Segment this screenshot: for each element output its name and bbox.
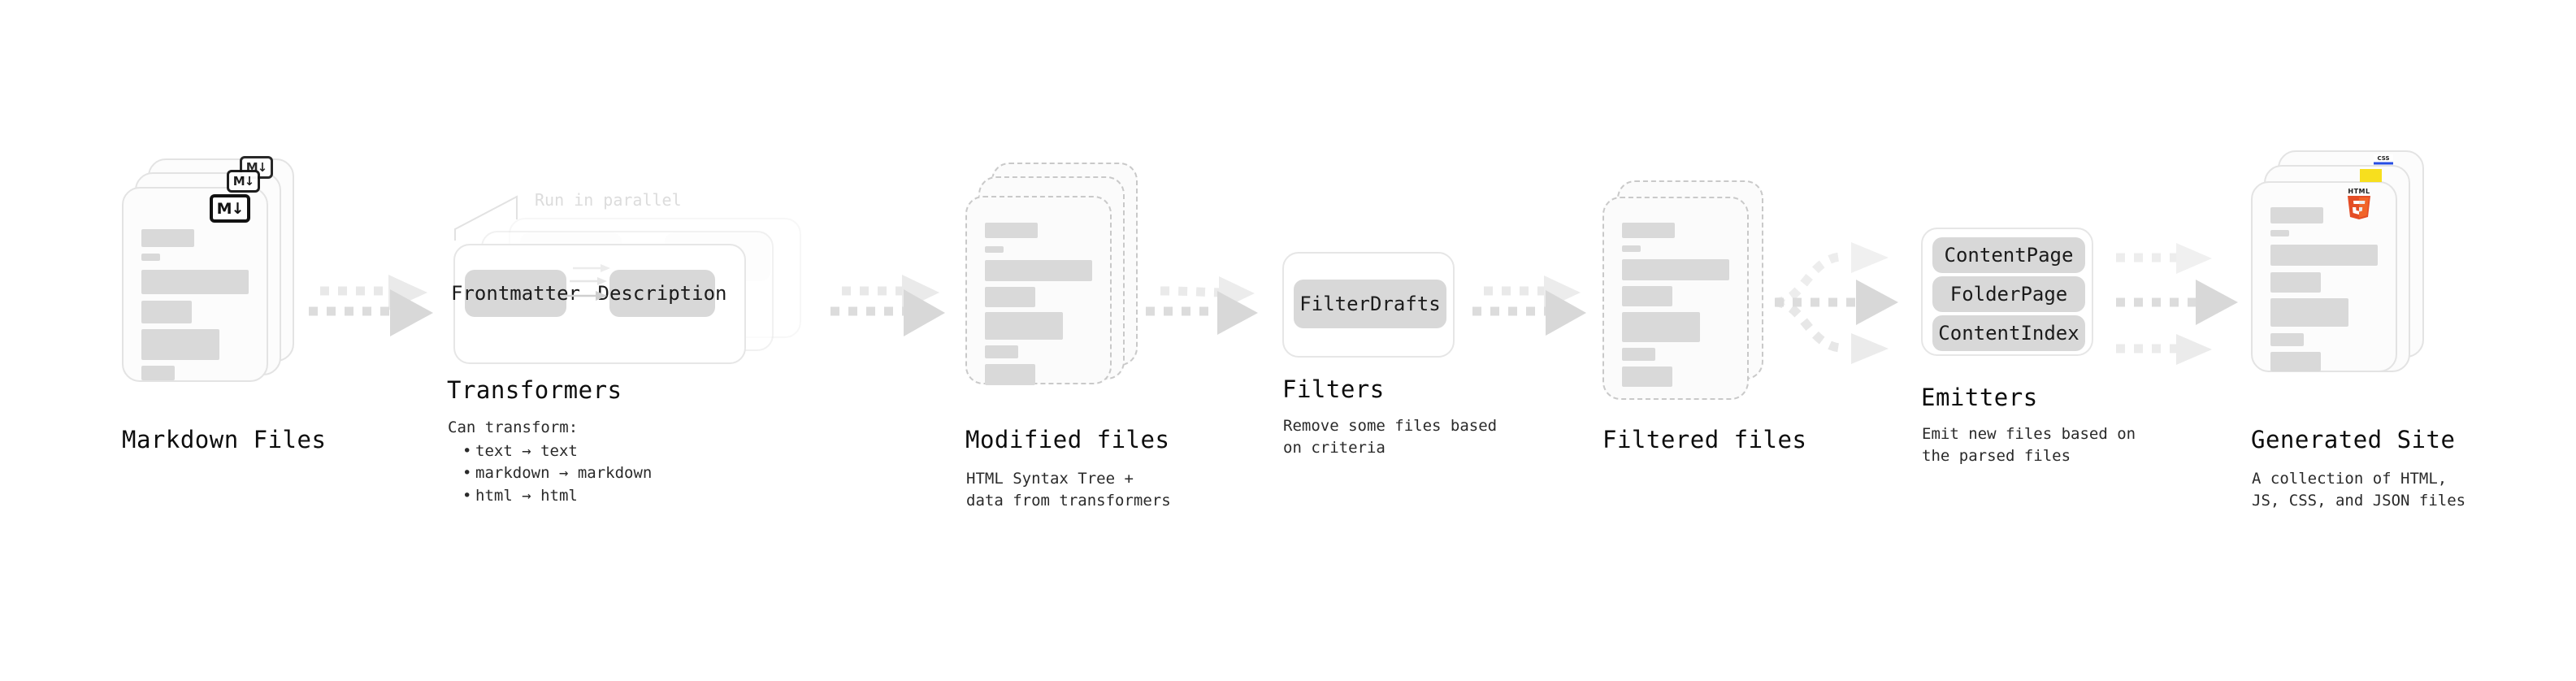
pill-filterdrafts[interactable]: FilterDrafts [1294, 280, 1446, 328]
stage-title-emitters: Emitters [1921, 384, 2038, 411]
modified-placeholder-lines [967, 197, 1110, 385]
emitters-group: ContentPage FolderPage ContentIndex [1921, 228, 2093, 356]
pill-folderpage[interactable]: FolderPage [1932, 276, 2085, 312]
stage-subtitle-generated-site: A collection of HTML, JS, CSS, and JSON … [2252, 470, 2466, 510]
transformers-list-item: html → html [462, 485, 652, 508]
markdown-placeholder-lines [124, 189, 267, 380]
stage-modified-files [965, 163, 1140, 386]
filtered-card-stack [1602, 180, 1777, 400]
stage-title-generated-site: Generated Site [2251, 426, 2456, 453]
markdown-card-front [122, 187, 268, 382]
arrow-filtered-to-emitters [1770, 236, 1924, 382]
transformers-list-item: markdown → markdown [462, 462, 652, 485]
filtered-placeholder-lines [1604, 198, 1747, 398]
site-placeholder-lines [2253, 183, 2396, 371]
stage-title-filtered-files: Filtered files [1602, 426, 1807, 453]
modified-card-front [965, 196, 1112, 385]
site-card-front [2251, 181, 2397, 372]
js-icon [2360, 169, 2382, 182]
transformers-list-heading: Can transform: [448, 419, 579, 436]
svg-text:CSS: CSS [2377, 155, 2389, 162]
arrow-markdown-to-transformers [307, 268, 445, 358]
transformers-list: text → text markdown → markdown html → h… [448, 440, 652, 508]
stage-generated-site: CSS HTML [2251, 150, 2426, 386]
css-icon: CSS [2374, 154, 2393, 165]
run-in-parallel-bracket [454, 195, 518, 241]
arrow-transformers-to-modified [829, 268, 959, 358]
stage-markdown-files: M↓ M↓ M↓ [122, 156, 297, 382]
pill-frontmatter[interactable]: Frontmatter [451, 270, 580, 317]
site-card-stack: CSS HTML [2251, 150, 2426, 386]
stage-subtitle-emitters: Emit new files based on the parsed files [1922, 425, 2136, 465]
pill-contentindex[interactable]: ContentIndex [1932, 315, 2085, 351]
pill-contentpage[interactable]: ContentPage [1932, 237, 2085, 273]
stage-title-transformers: Transformers [447, 376, 622, 404]
html5-icon: HTML [2348, 188, 2370, 219]
arrow-modified-to-filters [1144, 268, 1274, 358]
stage-filtered-files [1602, 180, 1777, 400]
stage-subtitle-filters: Remove some files based on criteria [1283, 417, 1498, 457]
transformer-group-front: Frontmatter Description [451, 244, 746, 364]
stage-subtitle-modified-files: HTML Syntax Tree + data from transformer… [966, 470, 1171, 510]
arrow-filters-to-filtered [1471, 268, 1601, 358]
markdown-icon-back-1: M↓ [227, 170, 260, 193]
stage-title-markdown-files: Markdown Files [122, 426, 327, 453]
transformers-capabilities: Can transform: text → text markdown → ma… [448, 417, 652, 507]
svg-text:HTML: HTML [2348, 188, 2370, 195]
stage-title-filters: Filters [1282, 375, 1385, 403]
transformer-inner-arrows [565, 264, 610, 301]
arrow-emitters-to-site [2111, 236, 2266, 382]
stage-title-modified-files: Modified files [965, 426, 1170, 453]
filters-group: FilterDrafts [1282, 252, 1455, 358]
filtered-card-front [1602, 197, 1749, 400]
pill-description[interactable]: Description [598, 270, 726, 317]
modified-card-stack [965, 163, 1140, 386]
markdown-icon-front: M↓ [210, 194, 250, 223]
transformers-list-item: text → text [462, 440, 652, 463]
run-in-parallel-label: Run in parallel [535, 190, 682, 210]
markdown-card-stack: M↓ M↓ M↓ [122, 156, 297, 382]
